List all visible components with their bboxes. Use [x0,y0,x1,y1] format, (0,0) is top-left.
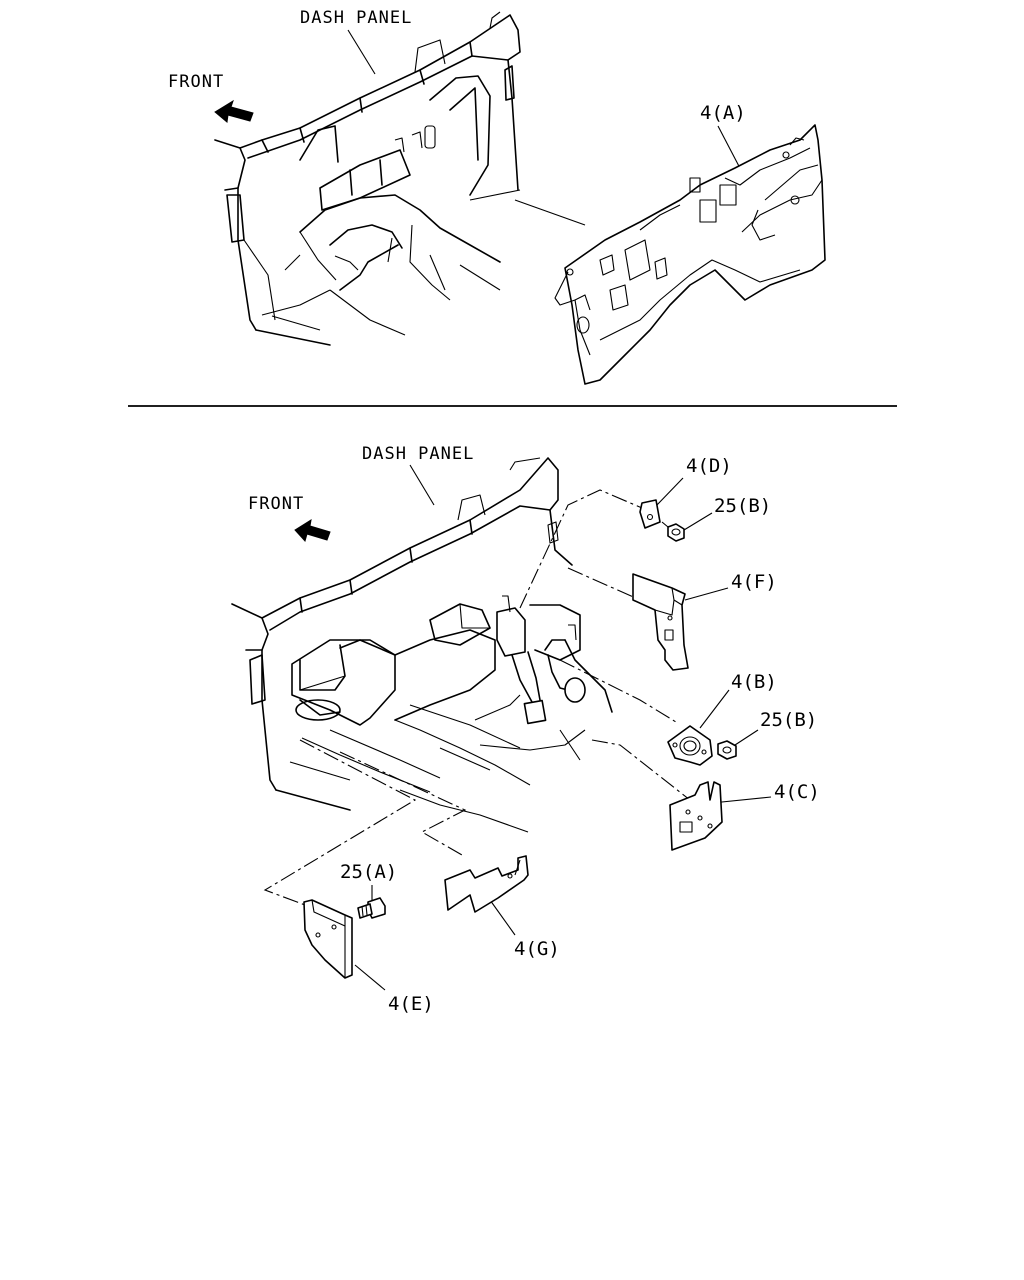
bottom-part-4d-bracket [639,499,661,529]
bottom-part-4d-leader [655,477,684,507]
bottom-part-25b-lower-label: 25(B) [760,709,817,731]
bottom-part-4b-bracket [667,725,713,766]
bottom-front-arrow-icon [294,518,331,543]
bottom-assembly-lines [263,489,691,906]
bottom-diagram: FRONT DASH PANEL [231,444,820,1015]
bottom-part-4c-label: 4(C) [774,781,820,803]
bottom-part-25b-upper-nut-icon [661,521,685,542]
top-part-4a-leader [717,125,743,173]
top-dash-panel-leader [347,29,376,75]
bottom-part-25a-label: 25(A) [340,861,397,883]
bottom-part-4e-leader [354,964,386,991]
bottom-part-4f-insulator [632,573,689,671]
bottom-part-25b-upper-leader [683,512,713,531]
bottom-part-25b-lower-nut-icon [717,740,737,760]
bottom-part-4c-insulator [669,781,723,851]
bottom-part-4c-leader [711,796,772,804]
bottom-part-4d-label: 4(D) [686,455,732,477]
top-dash-panel-label: DASH PANEL [300,8,412,28]
bottom-part-25b-lower-leader [734,729,759,746]
bottom-part-25a-screw-icon [357,897,386,919]
bottom-dash-panel-label: DASH PANEL [362,444,474,464]
top-front-arrow-icon [214,99,254,123]
bottom-part-4g-leader [489,899,516,936]
top-part-4a-insulator [554,124,826,385]
bottom-part-4b-leader [699,689,730,729]
bottom-part-4f-leader [684,587,729,601]
bottom-dash-panel-leader [409,464,435,506]
top-dash-panel-body [214,11,586,346]
bottom-part-4e-label: 4(E) [388,993,434,1015]
bottom-part-4g-insulator [444,855,529,913]
bottom-part-25b-upper-label: 25(B) [714,495,771,517]
bottom-part-4b-label: 4(B) [731,671,777,693]
bottom-part-4g-label: 4(G) [514,938,560,960]
top-part-4a-label: 4(A) [700,102,746,124]
bottom-front-label: FRONT [248,494,304,514]
bottom-part-4e-insulator [303,899,353,979]
top-front-label: FRONT [168,72,224,92]
bottom-dash-panel-body [231,457,613,833]
top-diagram: FRONT DASH PANEL [128,8,897,407]
bottom-part-4f-label: 4(F) [731,571,777,593]
